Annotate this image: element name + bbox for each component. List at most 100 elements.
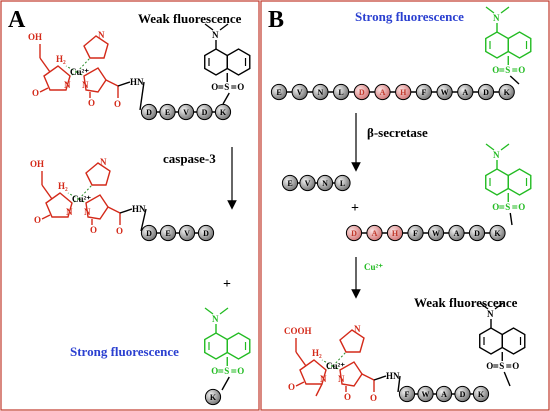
dye-oxygen: O [518, 65, 525, 75]
residue-label: D [483, 88, 489, 97]
residue-label: D [146, 108, 152, 117]
dye-sulfur: S [499, 361, 504, 371]
residue-bead [159, 224, 177, 242]
residue-label: D [203, 229, 209, 238]
panel-b-ion-label: Cu²⁺ [364, 262, 383, 272]
residue-label: D [351, 229, 357, 238]
residue-bead [489, 224, 506, 242]
residue-label: K [504, 88, 511, 97]
amide-o: O [370, 393, 377, 403]
residue-bead [196, 103, 213, 121]
residue-label: V [184, 229, 190, 238]
residue-bead [427, 224, 445, 242]
dye-oxygen: O [492, 65, 499, 75]
residue-label: D [202, 108, 208, 117]
dye-amine-n: N [212, 30, 219, 40]
ring-n: N [84, 207, 91, 217]
amine-h2: H₂ [312, 348, 322, 358]
residue-bead [415, 83, 432, 101]
ring-n: N [66, 207, 73, 217]
panel-a-weak-label: Weak fluorescence [138, 11, 242, 26]
amine-h2: H₂ [56, 54, 66, 64]
residue-bead [177, 103, 195, 121]
residue-bead [291, 83, 308, 101]
copper-center: Cu²⁺ [72, 194, 91, 204]
residue-bead [374, 83, 391, 101]
residue-label: D [359, 88, 365, 97]
residue-bead [398, 385, 416, 403]
residue-bead [270, 83, 288, 101]
dye-amine-n: N [212, 314, 219, 324]
residue-label: F [421, 88, 426, 97]
residue-label: D [460, 390, 466, 399]
dye-oxygen: O [486, 361, 493, 371]
residue-bead [178, 224, 196, 242]
residue-bead [498, 83, 515, 101]
residue-bead [436, 83, 453, 101]
residue-label: W [432, 229, 440, 238]
residue-bead [345, 224, 363, 242]
carbonyl-o: O [32, 88, 39, 98]
dye-sulfur: S [505, 65, 510, 75]
imidazole-n: N [98, 30, 105, 40]
panel-b-border [260, 0, 550, 411]
residue-bead [334, 174, 351, 192]
dye-oxygen: O [512, 361, 519, 371]
residue-label: W [422, 390, 430, 399]
amine-h2: H₂ [58, 181, 68, 191]
panel-a-letter: A [8, 7, 26, 33]
panel-b-strong-label: Strong fluorescence [355, 9, 464, 24]
residue-label: D [146, 229, 152, 238]
amide-hn: HN [130, 77, 144, 87]
residue-bead [333, 83, 350, 101]
residue-label: N [322, 179, 328, 188]
residue-label: A [372, 229, 378, 238]
residue-bead [197, 224, 215, 242]
residue-label: L [338, 88, 343, 97]
copper-center: Cu²⁺ [70, 67, 89, 77]
copper-center: Cu²⁺ [326, 361, 345, 371]
side-chain-label: OH [28, 32, 42, 42]
panel-b-dye-top: N SO O [485, 6, 532, 85]
residue-bead [204, 388, 222, 406]
side-chain-label: OH [30, 159, 44, 169]
residue-bead [316, 174, 334, 192]
ring-n: N [82, 80, 89, 90]
residue-label: H [400, 88, 407, 97]
residue-label: F [405, 390, 410, 399]
carbonyl-o: O [288, 382, 295, 392]
imidazole-n: N [100, 157, 107, 167]
carbonyl-o: O [344, 392, 351, 402]
carbonyl-o: O [34, 215, 41, 225]
dye-oxygen: O [237, 82, 244, 92]
carbonyl-o: O [90, 225, 97, 235]
residue-bead [366, 224, 383, 242]
residue-label: V [305, 179, 311, 188]
dye-sulfur: S [224, 366, 229, 376]
dye-amine-n: N [493, 13, 500, 23]
residue-bead [417, 385, 434, 403]
amide-o: O [116, 226, 123, 236]
residue-bead [299, 174, 316, 192]
panel-a-enzyme-label: caspase-3 [163, 151, 216, 166]
residue-bead [407, 224, 424, 242]
residue-label: H [392, 229, 399, 238]
carbonyl-o: O [88, 98, 95, 108]
residue-bead [454, 385, 471, 403]
panel-b-letter: B [268, 7, 284, 33]
amide-hn: HN [132, 204, 146, 214]
residue-label: A [441, 390, 447, 399]
ring-n: N [320, 374, 327, 384]
residue-label: E [276, 88, 281, 97]
